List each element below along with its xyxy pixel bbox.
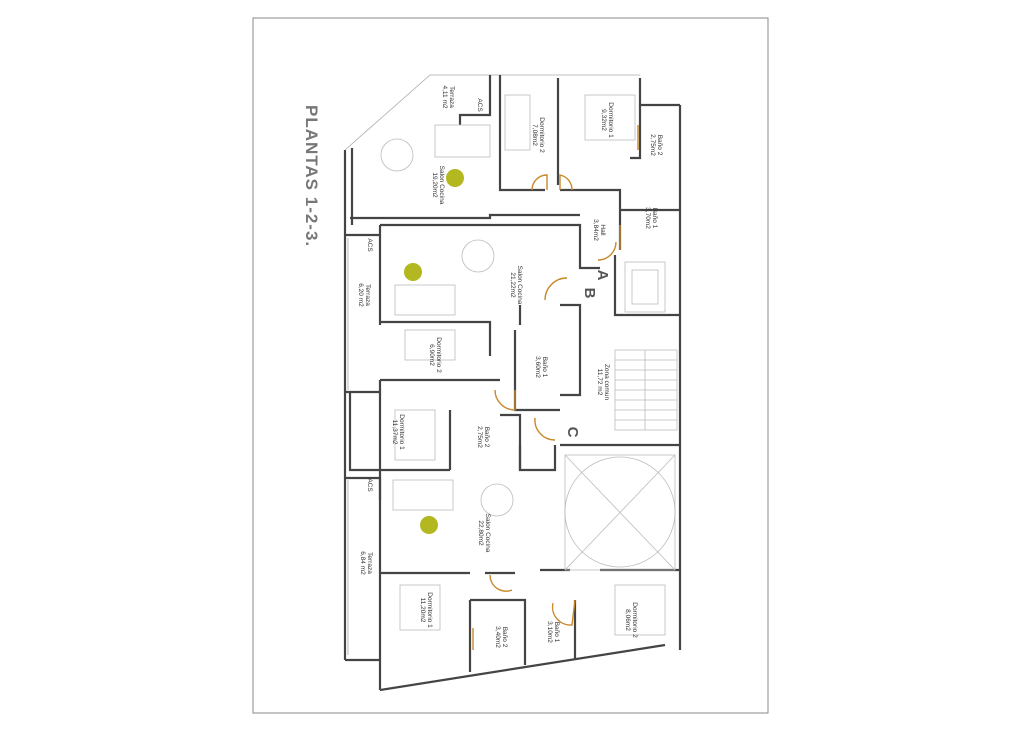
lift-and-stairs: [564, 261, 678, 571]
room-name: Dormitorio 1: [398, 414, 405, 450]
room-name: ACS: [366, 478, 373, 492]
plant-icon: [420, 516, 438, 534]
room-area: 21,22m2: [509, 272, 516, 298]
furniture: [380, 94, 666, 636]
room-area: 22,80m2: [477, 520, 484, 546]
plan-title: PLANTAS 1-2-3.: [302, 105, 321, 247]
doors: [472, 125, 639, 650]
sheet-frame: [252, 17, 769, 714]
room-area: 3,70m2: [644, 207, 651, 229]
room-name: ACS: [476, 98, 483, 112]
room-area: 11,72 m2: [596, 369, 603, 396]
room-name: Salon Cocina: [484, 514, 491, 553]
unit-letter: A: [594, 270, 611, 281]
room-name: Zona comun: [603, 364, 610, 401]
room-area: 3,84m2: [592, 219, 599, 241]
common-area: Zona comun 11,72 m2: [596, 364, 610, 401]
plant-icon: [404, 263, 422, 281]
room-area: 4,11 m2: [441, 85, 448, 108]
room-name: Dormitorio 2: [538, 117, 545, 153]
room-area: 9,32m2: [600, 109, 607, 131]
room-name: Hall: [599, 224, 606, 236]
room-name: Baño 2: [483, 427, 490, 448]
room-area: 3,10m2: [546, 621, 553, 643]
room-area: 11,20m2: [419, 598, 426, 623]
room-name: Terraza: [364, 284, 371, 306]
walls: [343, 74, 682, 692]
room-name: Dormitorio 1: [426, 592, 433, 628]
room-name: Dormitorio 2: [435, 337, 442, 373]
room-name: Salon Cocina: [438, 166, 445, 205]
room-name: Dormitorio 2: [631, 602, 638, 638]
room-area: 3,40m2: [494, 626, 501, 648]
room-area: 8,06m2: [624, 609, 631, 631]
room-area: 6,90m2: [428, 344, 435, 366]
room-area: 11,37m2: [391, 420, 398, 445]
room-area: 2,75m2: [476, 426, 483, 448]
room-area: 19,20m2: [431, 172, 438, 198]
room-name: Terraza: [366, 552, 373, 574]
unit-c: ACS Salon Cocina 22,80m2 Terraza 6,84 m2…: [359, 427, 638, 649]
unit-letter: B: [581, 288, 598, 299]
room-name: Salon Cocina: [516, 266, 523, 305]
room-area: 2,75m2: [649, 134, 656, 156]
unit-b: ACS Terraza 6,20 m2 Salon Cocina 21,22m2…: [357, 238, 598, 450]
room-name: Baño 1: [651, 208, 658, 229]
room-name: Dormitorio 1: [607, 102, 614, 138]
plant-icon: [446, 169, 464, 187]
room-name: ACS: [366, 238, 373, 252]
unit-a: Terraza 4,11 m2 ACS Dormitorio 2 7,08m2 …: [431, 85, 663, 280]
room-area: 6,20 m2: [357, 283, 364, 307]
room-area: 6,84 m2: [359, 551, 366, 575]
room-name: Baño 2: [656, 135, 663, 156]
room-name: Baño 2: [501, 627, 508, 648]
room-area: 7,08m2: [531, 124, 538, 146]
room-name: Terraza: [448, 86, 455, 108]
room-name: Baño 1: [553, 622, 560, 643]
room-name: Baño 1: [541, 357, 548, 378]
room-area: 3,60m2: [534, 356, 541, 378]
unit-letter: C: [564, 427, 581, 438]
